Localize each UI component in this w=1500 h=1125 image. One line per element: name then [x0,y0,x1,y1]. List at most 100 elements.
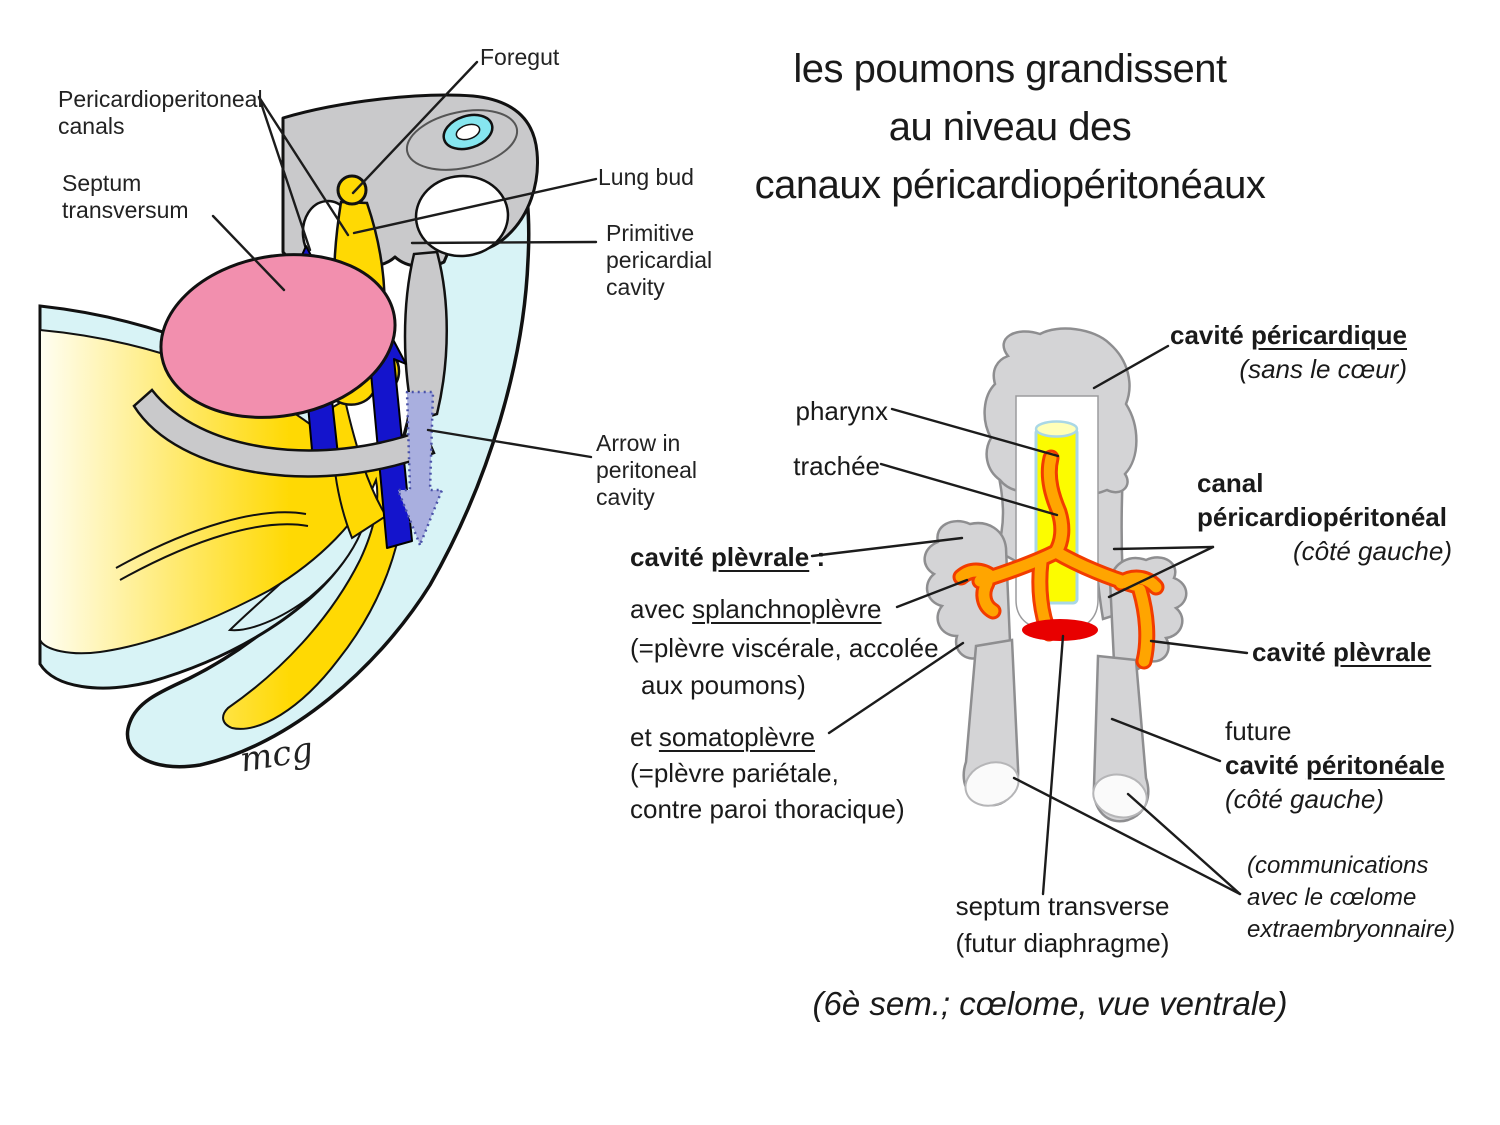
label-text: peritoneal [596,457,698,483]
label-pericardique-note: (sans le cœur) [1239,354,1407,384]
label-somato-note-2: contre paroi thoracique) [630,792,905,826]
label-text: : [809,542,826,572]
label-text: aux poumons) [641,670,806,700]
label-cavite-pericardique: cavité péricardique (sans le cœur) [1105,318,1407,386]
label-text: pericardial [606,247,713,273]
label-text-underlined: splanchnoplèvre [692,594,882,624]
label-septum-transversum: Septum transversum [62,170,189,224]
label-text-underlined: péricardique [1250,320,1407,350]
label-pericardioperitoneal-canals: Pericardioperitoneal canals [58,86,263,140]
label-text: transversum [62,197,189,223]
pointer-line-communications-b [1126,792,1242,896]
pointer-line-foregut [351,60,479,195]
label-text: Septum [62,170,142,196]
pointer-line-canals-2 [257,95,350,237]
label-foregut: Foregut [480,44,559,71]
label-text: extraembryonnaire) [1247,916,1456,943]
label-text: avec [630,594,693,624]
label-splanchno-note-1: (=plèvre viscérale, accolée [630,631,939,665]
label-text: (=plèvre pariétale, [630,758,839,788]
label-text: cavité [1169,320,1251,350]
pointer-line-pericardique [1092,344,1170,390]
foregut-opening [336,174,368,206]
pointer-line-primitive-cavity [410,240,598,245]
label-somatoplevre: et somatoplèvre [630,720,815,754]
label-text: et [630,722,659,752]
label-text: Foregut [480,44,560,70]
label-canal-pericardioperitoneal: canal péricardiopéritonéal (côté gauche) [1197,466,1452,568]
label-text: canals [58,113,125,139]
neural-tube-lumen [455,123,481,141]
pointer-line-splanchno [895,578,969,609]
pointer-line-pharynx [890,407,1060,458]
label-text: future [1225,716,1292,746]
label-text: Primitive [606,220,695,246]
label-text: canal [1197,468,1264,498]
label-text-underlined: péritonéale [1305,750,1445,780]
label-text-underlined: plèvrale [710,542,810,572]
label-text: Pericardioperitoneal [58,86,263,112]
communication-opening-left [964,761,1020,807]
figure-caption: (6è sem.; cœlome, vue ventrale) [810,985,1290,1023]
label-pharynx: pharynx [740,394,889,428]
label-text: cavité [1252,637,1333,667]
label-text: avec le cœlome [1247,884,1417,911]
label-cavite-plevrale-right: cavité plèvrale [1252,635,1431,669]
label-septum-transverse: septum transverse (futur diaphragme) [930,888,1195,962]
septum-transversum-dome [159,253,397,419]
pointer-line-septum-transverse [1041,634,1065,896]
label-text: cavity [606,274,665,300]
communication-opening-right [1092,773,1148,819]
label-text-underlined: plèvrale [1332,637,1432,667]
label-line: cavité péritonéale [1225,748,1445,782]
label-text: contre paroi thoracique) [630,794,905,824]
label-text: cavity [596,484,655,510]
label-text: (futur diaphragme) [955,928,1170,958]
right-figure-illustration [923,327,1188,823]
label-text: péricardiopéritonéal [1197,502,1447,532]
septum-transverse-ellipse [1022,619,1098,641]
label-text: trachée [793,451,880,481]
label-trachee: trachée [740,449,880,483]
pointer-line-septum-transversum [211,214,286,292]
label-text: septum transverse [955,891,1170,921]
caption-text: (6è sem.; cœlome, vue ventrale) [812,985,1288,1022]
label-communications: (communications avec le cœlome extraembr… [1247,850,1455,946]
pointer-line-peritoneale [1110,717,1222,763]
label-primitive-pericardial-cavity: Primitive pericardial cavity [606,220,712,301]
title-line-3: canaux péricardiopéritonéaux [754,163,1266,207]
arm-inner-line [115,511,307,569]
label-lung-bud: Lung bud [598,164,694,191]
label-text: Arrow in [596,430,681,456]
pointer-line-canals-1 [257,95,312,252]
pointer-line-plevrale-left [810,536,964,558]
left-figure-illustration [38,93,539,769]
label-text: Lung bud [598,164,694,190]
label-text: (=plèvre viscérale, accolée [630,633,939,663]
label-line: cavité péricardique [1105,318,1407,352]
label-future-cavite-peritoneale: future cavité péritonéale (côté gauche) [1225,714,1445,816]
pointer-line-somato [827,641,965,735]
pointer-line-canal-b [1107,545,1215,599]
label-peritoneale-note: (côté gauche) [1225,784,1384,814]
label-canal-note: (côté gauche) [1293,536,1452,566]
septum-rim-shape [132,388,436,478]
title-line-2: au niveau des [888,105,1132,149]
pointer-line-peritoneal-arrow [426,428,593,459]
slide-title: les poumons grandissent au niveau des ca… [720,40,1300,214]
label-arrow-in-peritoneal-cavity: Arrow in peritoneal cavity [596,430,697,511]
title-line-1: les poumons grandissent [793,47,1227,91]
label-splanchnoplevre: avec splanchnoplèvre [630,592,882,626]
arm-inner-line-2 [119,523,309,581]
pointer-line-plevrale-right [1149,639,1249,655]
label-text: cavité [1225,750,1306,780]
pointer-lines [211,60,1249,896]
label-cavite-plevrale-left: cavité plèvrale : [630,540,825,574]
label-splanchno-note-2: aux poumons) [641,668,806,702]
amnion-outline [405,109,519,171]
pointer-line-lung-bud [352,177,598,235]
pointer-line-trachee [879,462,1059,517]
label-text: (communications [1247,852,1429,879]
